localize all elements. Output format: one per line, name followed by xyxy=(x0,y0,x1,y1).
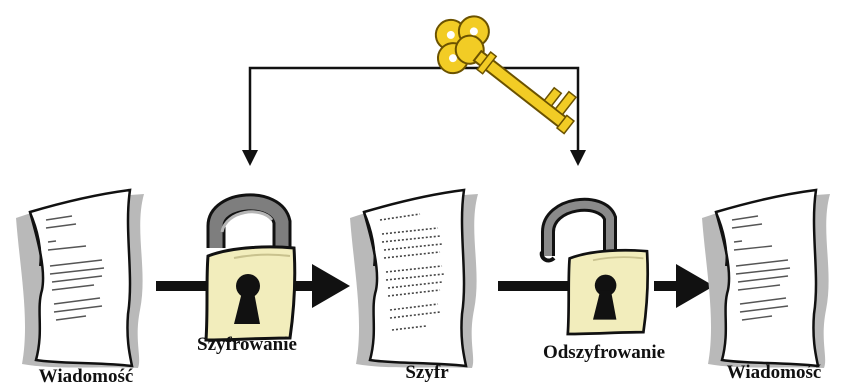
label-message-output: Wiadomość xyxy=(726,362,822,383)
label-message-input: Wiadomość xyxy=(38,366,134,387)
key-icon xyxy=(434,15,578,135)
arrow-down-icon xyxy=(242,150,258,166)
arrow-down-icon xyxy=(570,150,586,166)
lock-closed-icon xyxy=(204,193,297,342)
document-icon xyxy=(14,188,146,370)
lock-open-icon xyxy=(539,197,650,336)
label-decryption: Odszyfrowanie xyxy=(542,342,666,363)
document-icon xyxy=(700,188,832,370)
label-encryption: Szyfrowanie xyxy=(197,334,297,355)
arrow-right-icon xyxy=(312,264,350,308)
label-cipher: Szyfr xyxy=(405,362,449,383)
arrow-right-icon xyxy=(676,264,714,308)
document-icon xyxy=(348,188,480,370)
connector-line xyxy=(248,66,580,150)
